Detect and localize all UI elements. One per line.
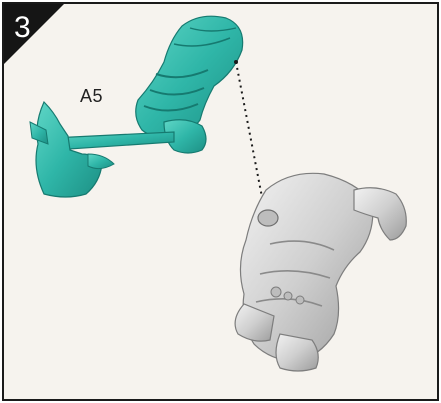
assembly-illustration: [4, 4, 437, 399]
step-badge: [4, 4, 64, 64]
guide-start-dot: [234, 60, 238, 64]
assembly-guide-line: [236, 62, 266, 218]
step-number: 3: [14, 8, 31, 48]
part-label: A5: [80, 86, 103, 107]
model-body: [235, 173, 406, 371]
